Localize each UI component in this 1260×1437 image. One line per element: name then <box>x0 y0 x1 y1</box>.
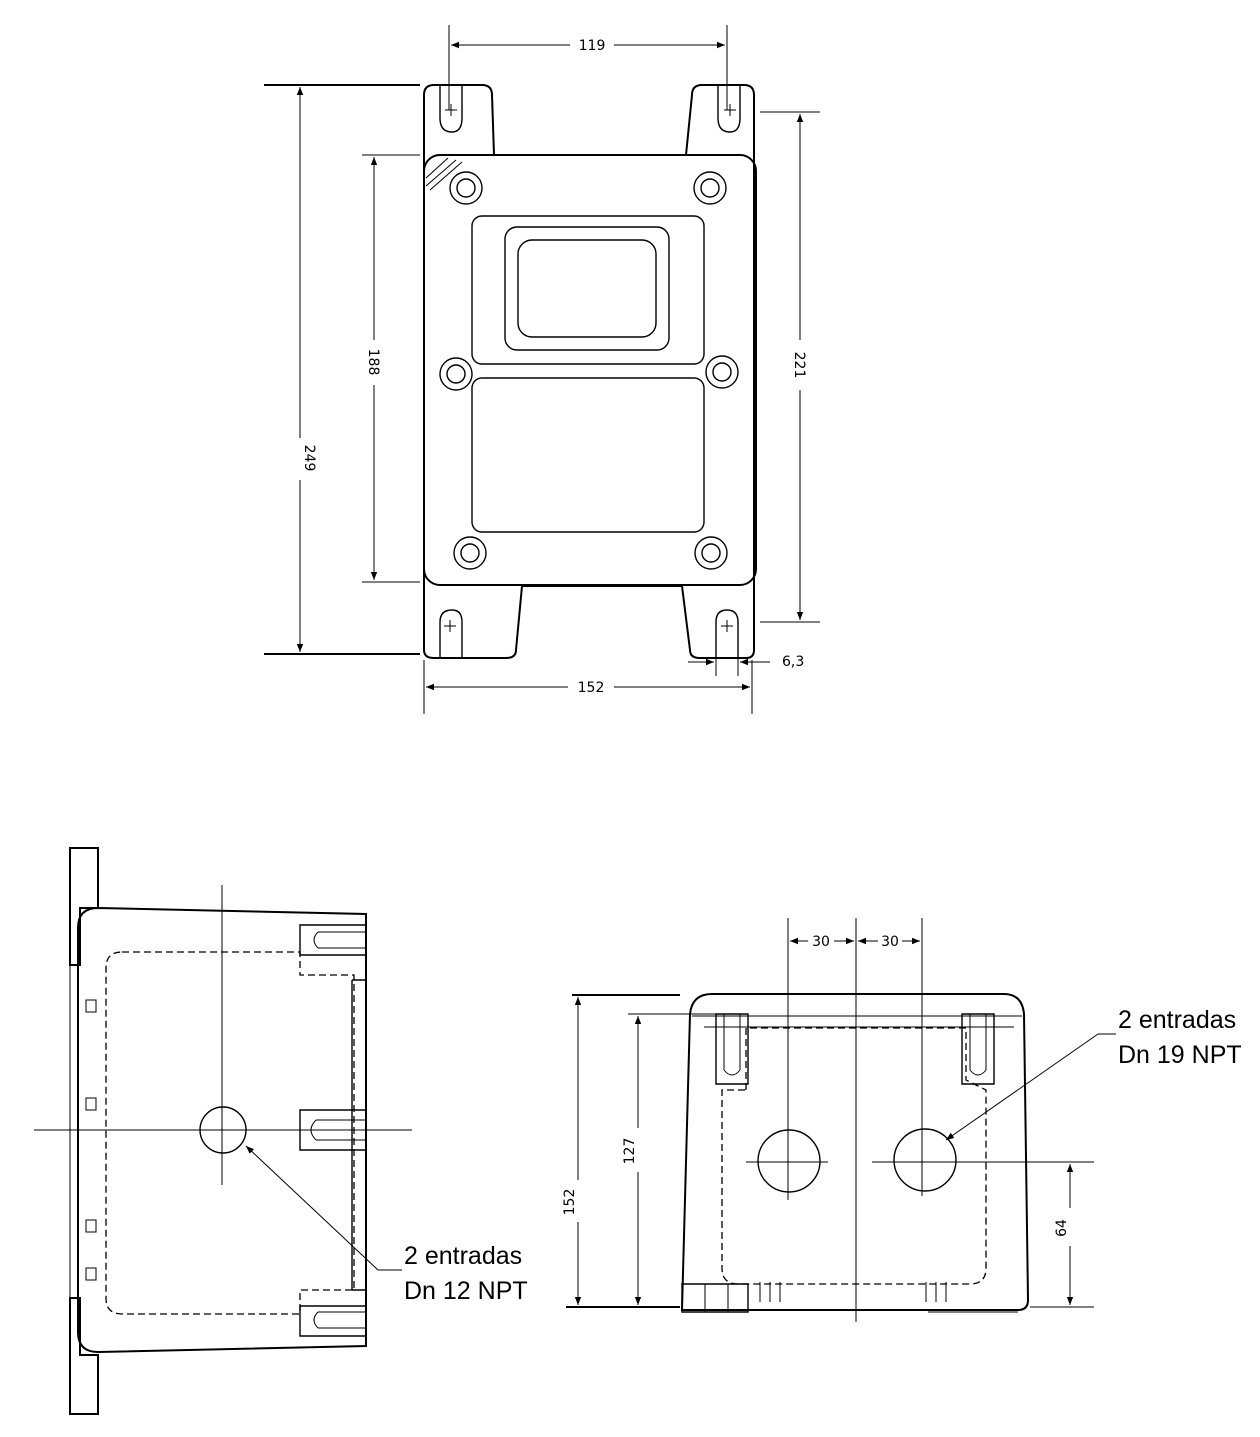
dim-slot-width: 6,3 <box>782 654 804 670</box>
lower-panel <box>471 377 705 533</box>
side-callout-line2: Dn 12 NPT <box>404 1277 528 1305</box>
side-view-flange <box>69 847 99 966</box>
dim-inner-height: 188 <box>365 349 381 376</box>
front-view-cavity <box>721 1027 987 1285</box>
top-view-plate <box>423 154 757 586</box>
bolt-holes <box>439 171 739 570</box>
dim-total-height: 249 <box>301 445 317 472</box>
window-frame-mid <box>504 226 670 351</box>
side-view-entry-hole <box>199 1106 247 1154</box>
front-callout-line1: 2 entradas <box>1118 1006 1236 1034</box>
top-view-body-outline <box>423 84 755 659</box>
front-view: 30 30 152 127 64 2 entradas Dn 19 NPT <box>562 918 1242 1322</box>
dim-left-offset: 30 <box>812 934 830 950</box>
side-view-screws <box>299 924 367 1337</box>
side-view: 2 entradas Dn 12 NPT <box>34 847 528 1415</box>
window-frame-inner <box>517 239 657 338</box>
dim-right-height: 221 <box>791 352 807 379</box>
dim-hole-height: 64 <box>1054 1219 1070 1237</box>
slot-bottom-right <box>715 609 739 658</box>
window-frame-outer <box>471 215 705 365</box>
slot-top-right <box>717 85 741 133</box>
dim-top-width: 119 <box>579 38 606 54</box>
side-callout-line1: 2 entradas <box>404 1242 522 1270</box>
front-view-hole-right <box>893 1128 957 1192</box>
dim-front-inner-height: 127 <box>622 1138 638 1165</box>
slot-bottom-left <box>439 609 463 658</box>
front-callout-line2: Dn 19 NPT <box>1118 1041 1242 1069</box>
dim-bottom-width: 152 <box>578 680 605 696</box>
side-view-cavity <box>105 951 355 1315</box>
dim-front-height: 152 <box>562 1189 578 1216</box>
slot-top-left <box>439 85 463 133</box>
dim-right-offset: 30 <box>881 934 899 950</box>
front-view-body <box>680 993 1030 1311</box>
front-view-hole-left <box>757 1129 821 1193</box>
top-view: 119 152 249 188 221 6,3 <box>264 25 820 714</box>
front-view-screws <box>715 1013 995 1085</box>
side-view-body <box>77 906 367 1354</box>
